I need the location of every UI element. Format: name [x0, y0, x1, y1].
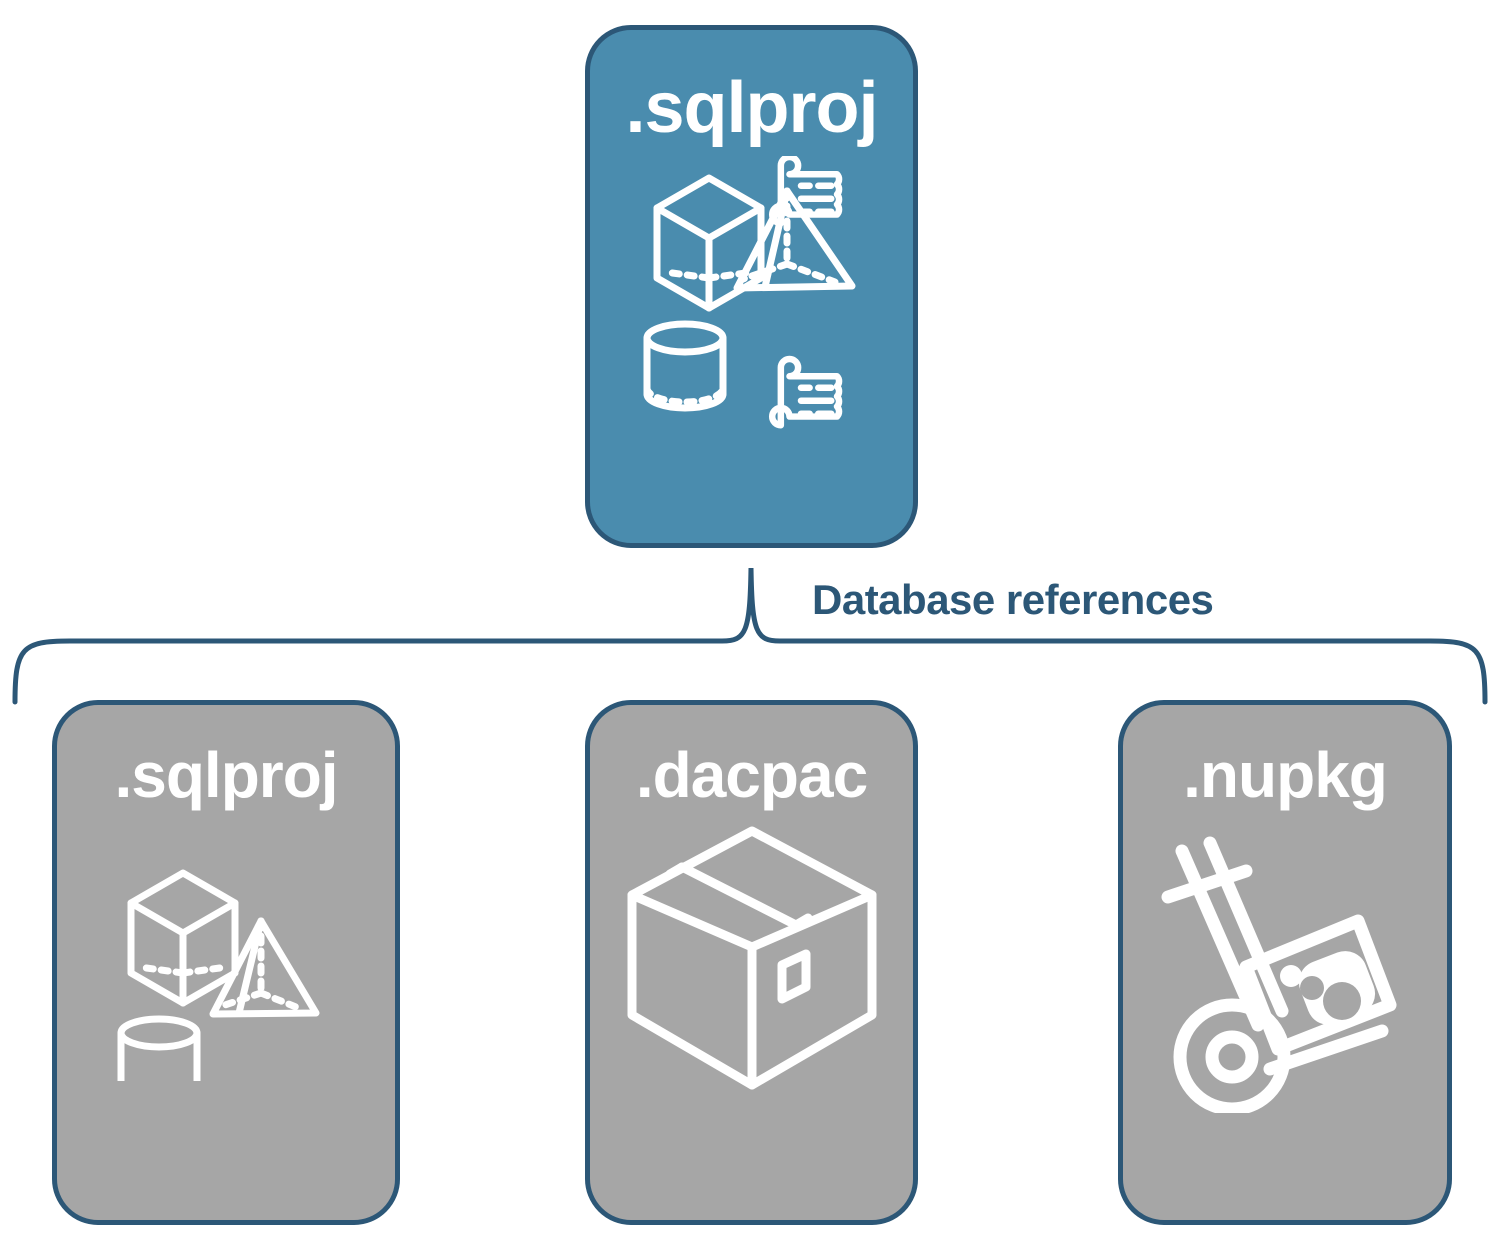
reference-node-icon-group [1150, 807, 1420, 1118]
reference-node-label: .nupkg [1183, 739, 1388, 811]
script-scroll-icon [768, 355, 842, 429]
pyramid-icon [209, 917, 320, 1018]
reference-node-sqlproj[interactable]: .sqlproj [52, 700, 400, 1225]
reference-node-label: .sqlproj [114, 739, 338, 811]
reference-node-icon-group [612, 807, 892, 1112]
connector-label: Database references [812, 576, 1214, 623]
cube-icon [653, 174, 764, 312]
root-node-sqlproj[interactable]: .sqlproj [585, 25, 918, 548]
reference-node-nupkg[interactable]: .nupkg [1118, 700, 1452, 1225]
reference-node-label: .dacpac [635, 739, 868, 811]
reference-node-icon-group [111, 807, 341, 1107]
cylinder-icon [643, 320, 726, 412]
cube-icon [127, 869, 239, 1007]
hand-truck-icon [1161, 836, 1397, 1116]
nuget-logo-holes [1300, 976, 1361, 1020]
root-node-label: .sqlproj [625, 68, 878, 148]
script-scroll-icon [768, 153, 842, 227]
package-box-icon [627, 826, 876, 1090]
root-node-icon-group [637, 144, 867, 441]
cylinder-icon [117, 1015, 201, 1107]
reference-node-dacpac[interactable]: .dacpac [585, 700, 918, 1225]
